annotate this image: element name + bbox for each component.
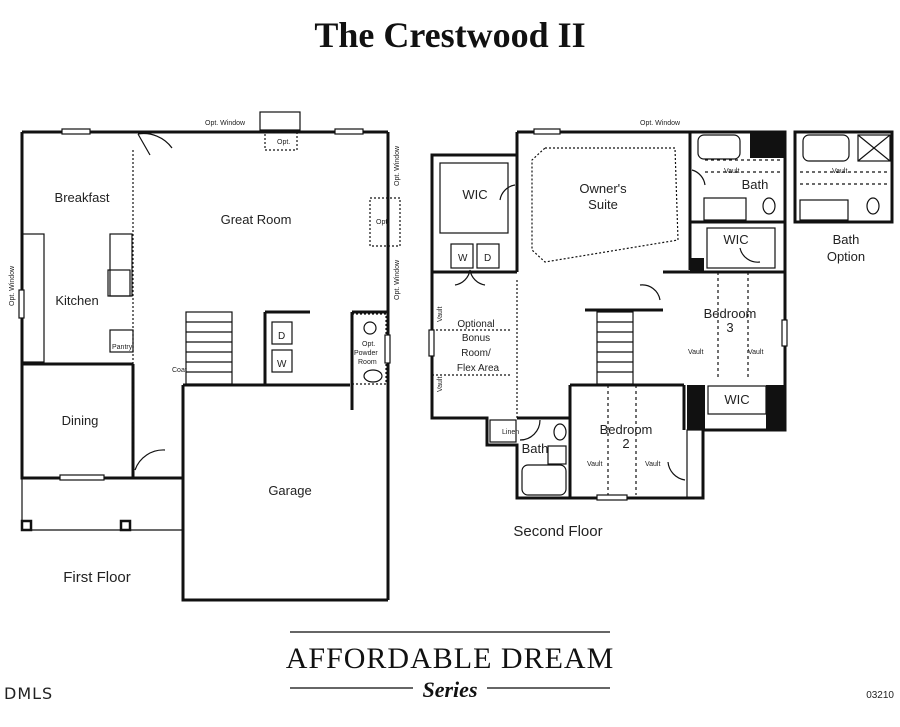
room-label-wic-right: WIC	[724, 392, 749, 407]
brand-name: Affordable Dream	[285, 642, 615, 675]
room-label-bath-lower: Bath	[522, 441, 549, 456]
room-label-bonus-2: Bonus	[462, 333, 490, 344]
note-vault-bath-option: Vault	[832, 168, 847, 175]
room-label-bonus-1: Optional	[457, 319, 494, 330]
note-vault-bed2-left: Vault	[587, 461, 602, 468]
note-second-opt-window: Opt. Window	[640, 120, 681, 127]
room-label-breakfast: Breakfast	[55, 190, 110, 205]
room-label-bedroom2-1: Bedroom	[600, 422, 653, 437]
note-vault-bonus-1: Vault	[437, 307, 444, 322]
room-label-bedroom2-2: 2	[622, 436, 629, 451]
note-vault-bed2-right: Vault	[645, 461, 660, 468]
plan-title: The Crestwood II	[314, 15, 586, 55]
room-label-powder-2: Room	[358, 359, 377, 366]
note-opt-fireplace-top: Opt.	[277, 139, 290, 146]
first-floor-washer: W	[277, 359, 287, 370]
garage-walls	[181, 385, 388, 602]
mls-logo: DMLS	[4, 684, 54, 703]
caption-second-floor: Second Floor	[513, 523, 602, 540]
room-label-bath-top: Bath	[742, 177, 769, 192]
note-vault-bonus-2: Vault	[437, 377, 444, 392]
room-label-wic-mid: WIC	[723, 232, 748, 247]
room-label-bedroom3-1: Bedroom	[704, 306, 757, 321]
note-opt-window-top: Opt. Window	[205, 120, 246, 127]
room-label-great-room: Great Room	[221, 212, 292, 227]
note-opt-fireplace-right: Opt.	[376, 219, 389, 226]
note-vault-bed3-left: Vault	[688, 349, 703, 356]
room-label-wic-left: WIC	[462, 187, 487, 202]
bath-option-label-1: Bath	[833, 232, 860, 247]
room-label-pantry: Pantry	[112, 344, 133, 351]
brand-series: Series	[422, 677, 478, 702]
bath-option-label-2: Option	[827, 249, 865, 264]
first-floor-dryer: D	[278, 331, 285, 342]
room-label-owners-1: Owner's	[579, 181, 627, 196]
note-vault-bath: Vault	[724, 168, 739, 175]
first-floor-west-wall	[20, 132, 183, 480]
room-label-powder-1: Powder	[354, 350, 378, 357]
second-floor-dryer: D	[484, 253, 491, 264]
room-label-kitchen: Kitchen	[55, 293, 98, 308]
note-opt-window-right-1: Opt. Window	[394, 145, 401, 186]
room-label-owners-2: Suite	[588, 197, 618, 212]
plan-code: 03210	[866, 690, 894, 701]
note-opt-window-right-2: Opt. Window	[394, 259, 401, 300]
room-label-powder-opt: Opt.	[362, 341, 375, 348]
note-vault-bed3-right: Vault	[748, 349, 763, 356]
room-label-bonus-4: Flex Area	[457, 363, 500, 374]
room-label-dining: Dining	[62, 413, 99, 428]
room-label-garage: Garage	[268, 483, 311, 498]
room-label-bonus-3: Room/	[461, 348, 491, 359]
room-label-coat: Coat	[172, 367, 187, 374]
note-opt-window-left: Opt. Window	[9, 265, 16, 306]
caption-first-floor: First Floor	[63, 569, 131, 586]
second-floor-washer: W	[458, 253, 468, 264]
room-label-bedroom3-2: 3	[726, 320, 733, 335]
room-label-linen: Linen	[502, 429, 519, 436]
